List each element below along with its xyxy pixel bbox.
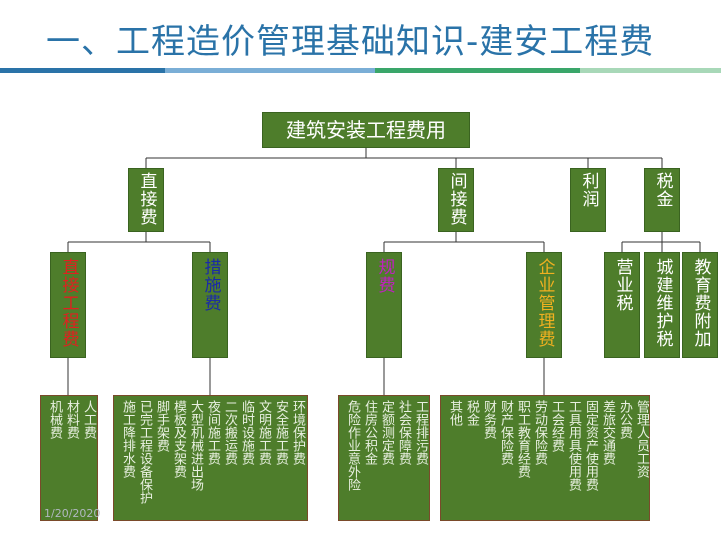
- enterprise-management-detail-box: 管理人员工资 办公费 差旅交通费 固定资产使用费 工具用具使用费 工会经费 劳动…: [440, 395, 650, 521]
- city-maintenance-tax-box: 城建维护税: [644, 252, 680, 358]
- title-underline-4: [580, 68, 721, 73]
- measures-fee-label: 措施费: [200, 258, 221, 312]
- detail-item: 脚手架费: [154, 400, 169, 452]
- enterprise-management-fee-box: 企业管理费: [526, 252, 562, 358]
- title-underline-2: [165, 68, 375, 73]
- detail-item: 住房公积金: [362, 400, 377, 465]
- tax-label: 税金: [652, 172, 673, 208]
- detail-item: 办公费: [617, 400, 632, 439]
- detail-item: 工具用具使用费: [566, 400, 581, 491]
- detail-item: 工会经费: [549, 400, 564, 452]
- detail-item: 人工费: [81, 400, 96, 439]
- detail-item: 劳动保险费: [532, 400, 547, 465]
- direct-engineering-detail-box: 人工费 材料费 机械费: [40, 395, 98, 521]
- business-tax-label: 营业税: [612, 258, 633, 312]
- enterprise-management-fee-label: 企业管理费: [534, 258, 555, 348]
- detail-item: 社会保障费: [396, 400, 411, 465]
- regulation-detail-box: 工程排污费 社会保障费 定额测定费 住房公积金 危险作业意外险: [338, 395, 430, 521]
- title-underline-1: [0, 68, 165, 73]
- detail-item: 夜间施工费: [205, 400, 220, 465]
- profit-label: 利润: [578, 172, 599, 208]
- detail-item: 财产保险费: [498, 400, 513, 465]
- detail-item: 工程排污费: [413, 400, 428, 465]
- direct-fee-label: 直接费: [136, 172, 157, 226]
- root-box: 建筑安装工程费用: [262, 112, 470, 148]
- detail-item: 大型机械进出场: [188, 400, 203, 491]
- detail-item: 定额测定费: [379, 400, 394, 465]
- tax-box: 税金: [644, 168, 680, 232]
- detail-item: 危险作业意外险: [345, 400, 360, 491]
- city-maintenance-tax-label: 城建维护税: [652, 258, 673, 348]
- detail-item: 模板及支架费: [171, 400, 186, 478]
- root-label: 建筑安装工程费用: [286, 117, 446, 142]
- direct-engineering-fee-label: 直接工程费: [58, 258, 79, 348]
- measures-detail-box: 环境保护费 安全施工费 文明施工费 临时设施费 二次搬运费 夜间施工费 大型机械…: [113, 395, 308, 521]
- detail-item: 材料费: [64, 400, 79, 439]
- direct-fee-box: 直接费: [128, 168, 164, 232]
- education-surcharge-label: 教育费附加: [690, 258, 711, 348]
- regulation-fee-label: 规费: [374, 258, 395, 294]
- detail-item: 管理人员工资: [634, 400, 649, 478]
- page-title: 一、工程造价管理基础知识-建安工程费: [46, 22, 655, 62]
- education-surcharge-box: 教育费附加: [682, 252, 718, 358]
- detail-item: 财务费: [481, 400, 496, 439]
- detail-item: 环境保护费: [290, 400, 305, 465]
- business-tax-box: 营业税: [604, 252, 640, 358]
- indirect-fee-label: 间接费: [446, 172, 467, 226]
- regulation-fee-box: 规费: [366, 252, 402, 358]
- detail-item: 机械费: [47, 400, 62, 439]
- detail-item: 施工降排水费: [120, 400, 135, 478]
- detail-item: 临时设施费: [239, 400, 254, 465]
- profit-box: 利润: [570, 168, 606, 232]
- indirect-fee-box: 间接费: [438, 168, 474, 232]
- detail-item: 二次搬运费: [222, 400, 237, 465]
- detail-item: 税金: [464, 400, 479, 426]
- slide-date: 1/20/2020: [44, 507, 101, 520]
- detail-item: 固定资产使用费: [583, 400, 598, 491]
- detail-item: 文明施工费: [256, 400, 271, 465]
- detail-item: 其他: [447, 400, 462, 426]
- detail-item: 职工教育经费: [515, 400, 530, 478]
- measures-fee-box: 措施费: [192, 252, 228, 358]
- detail-item: 已完工程设备保护: [137, 400, 152, 504]
- direct-engineering-fee-box: 直接工程费: [50, 252, 86, 358]
- detail-item: 差旅交通费: [600, 400, 615, 465]
- detail-item: 安全施工费: [273, 400, 288, 465]
- title-underline-3: [375, 68, 580, 73]
